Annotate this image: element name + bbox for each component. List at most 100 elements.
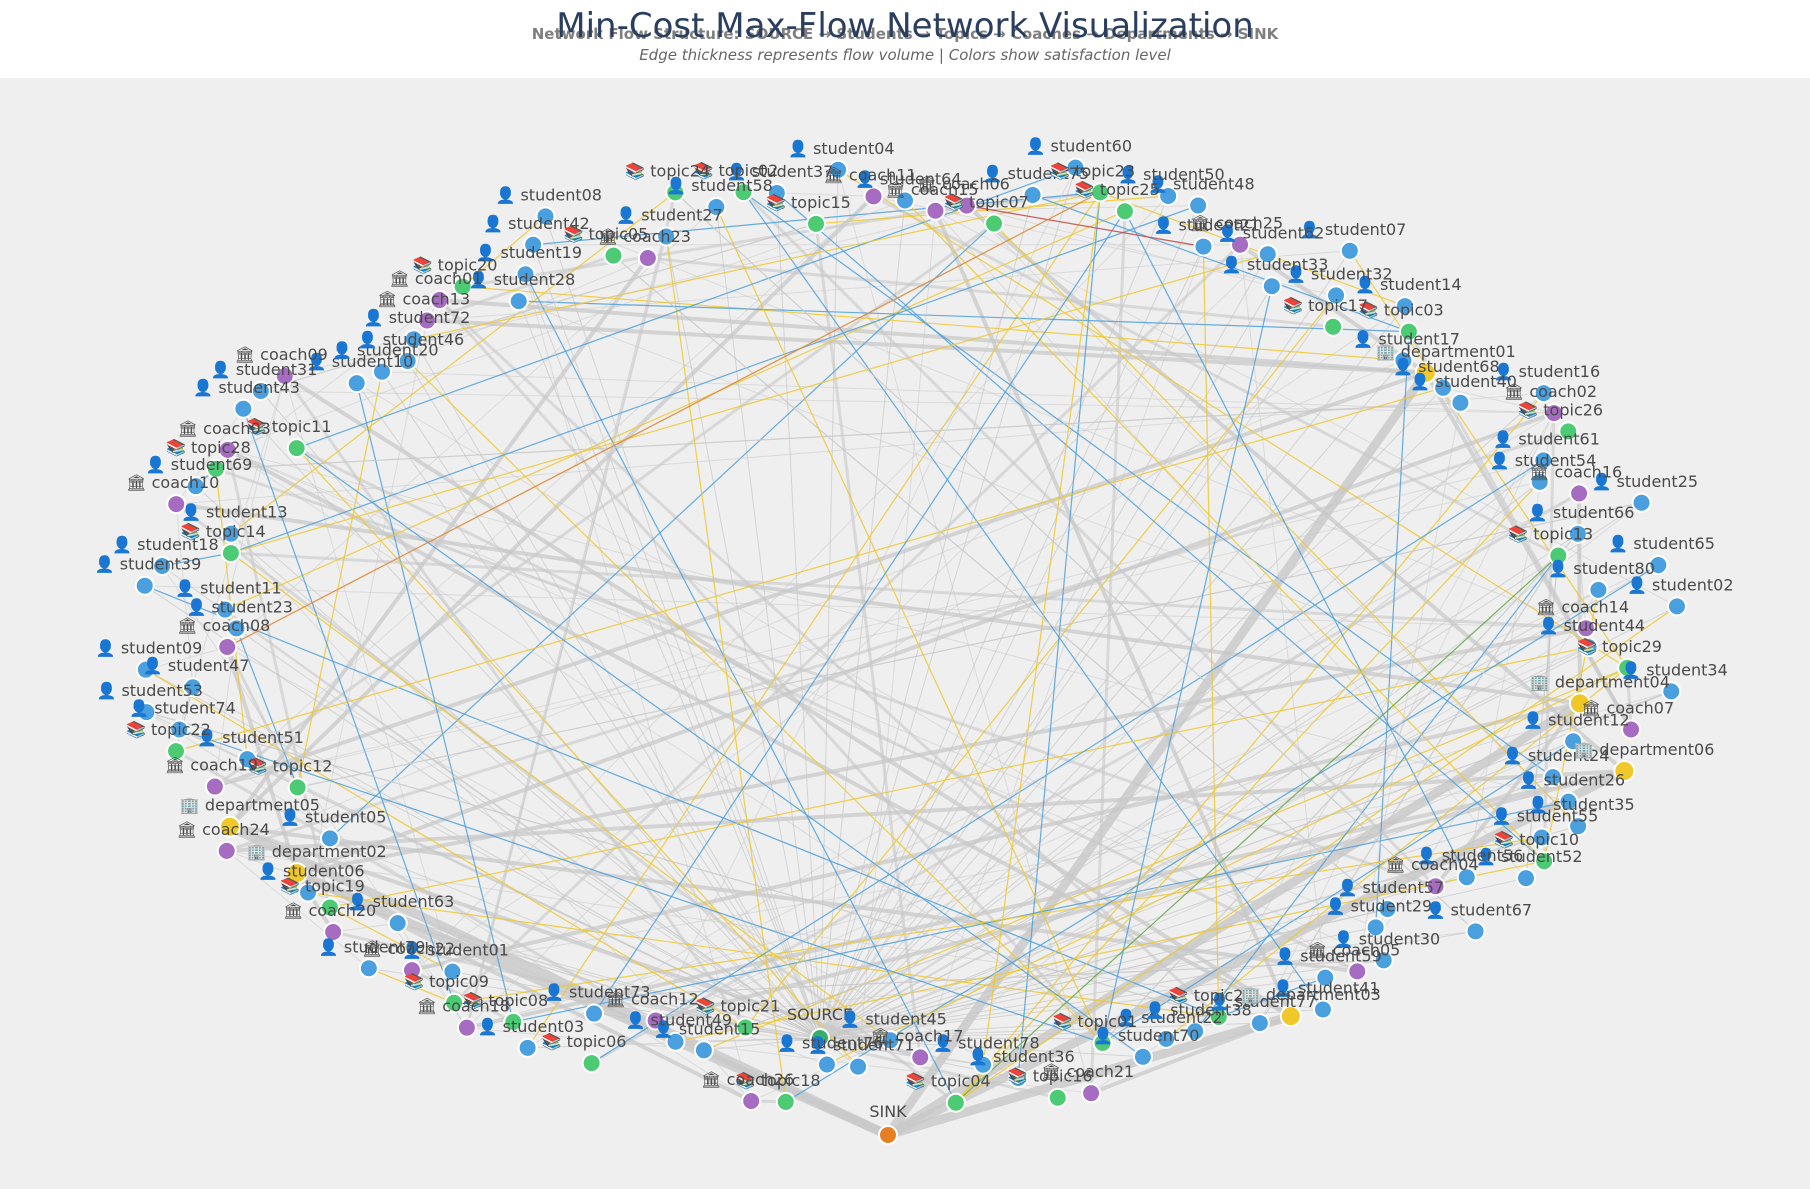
node-student25[interactable] — [1631, 492, 1652, 513]
node-student28[interactable] — [508, 291, 529, 312]
node-student16[interactable] — [1533, 383, 1554, 404]
node-coach19[interactable] — [204, 776, 225, 797]
node-topic18[interactable] — [775, 1091, 796, 1112]
node-coach16[interactable] — [1569, 483, 1590, 504]
node-student38[interactable] — [1185, 1021, 1206, 1042]
node-student04[interactable] — [828, 159, 849, 180]
node-student14[interactable] — [1394, 296, 1415, 317]
node-student33[interactable] — [1261, 276, 1282, 297]
node-student49[interactable] — [665, 1031, 686, 1052]
node-student46[interactable] — [397, 350, 418, 371]
node-student39[interactable] — [134, 575, 155, 596]
node-student77[interactable] — [1249, 1013, 1270, 1034]
node-student29[interactable] — [1365, 917, 1386, 938]
node-coach14[interactable] — [1575, 618, 1596, 639]
node-topic11[interactable] — [286, 438, 307, 459]
node-student44[interactable] — [1578, 637, 1599, 658]
node-student26[interactable] — [1558, 791, 1579, 812]
node-student07[interactable] — [1339, 240, 1360, 261]
node-student01[interactable] — [442, 961, 463, 982]
node-student70[interactable] — [1132, 1046, 1153, 1067]
node-student57[interactable] — [1377, 899, 1398, 920]
node-student12[interactable] — [1563, 731, 1584, 752]
node-student36[interactable] — [1008, 1067, 1029, 1088]
node-coach08[interactable] — [217, 637, 238, 658]
node-student20[interactable] — [372, 361, 393, 382]
node-student48[interactable] — [1188, 195, 1209, 216]
node-student27[interactable] — [656, 226, 677, 247]
node-student35[interactable] — [1568, 816, 1589, 837]
node-coach09[interactable] — [274, 365, 295, 386]
node-topic16[interactable] — [1047, 1087, 1068, 1108]
node-coach13[interactable] — [417, 310, 438, 331]
node-topic20[interactable] — [452, 276, 473, 297]
node-topic10[interactable] — [1534, 851, 1555, 872]
node-student60[interactable] — [1065, 157, 1086, 178]
node-student67[interactable] — [1465, 921, 1486, 942]
node-topic02[interactable] — [733, 182, 754, 203]
node-student78[interactable] — [973, 1054, 994, 1075]
node-student62[interactable] — [1257, 244, 1278, 265]
node-topic09[interactable] — [444, 992, 465, 1013]
node-student52[interactable] — [1515, 868, 1536, 889]
node-topic12[interactable] — [287, 777, 308, 798]
node-coach25[interactable] — [1230, 234, 1251, 255]
node-student68[interactable] — [1433, 377, 1454, 398]
node-student53[interactable] — [136, 702, 157, 723]
node-coach05[interactable] — [1347, 961, 1368, 982]
node-student47[interactable] — [182, 677, 203, 698]
node-student42[interactable] — [523, 234, 544, 255]
node-student03[interactable] — [517, 1037, 538, 1058]
node-topic13[interactable] — [1548, 545, 1569, 566]
node-topic07[interactable] — [984, 213, 1005, 234]
node-coach24[interactable] — [216, 840, 237, 861]
node-topic14[interactable] — [220, 543, 241, 564]
node-SOURCE[interactable] — [810, 1028, 830, 1048]
node-coach12[interactable] — [645, 1010, 666, 1031]
node-student18[interactable] — [152, 555, 173, 576]
node-student10[interactable] — [346, 373, 367, 394]
node-student50[interactable] — [1158, 185, 1179, 206]
node-student73[interactable] — [584, 1003, 605, 1024]
node-topic25[interactable] — [1114, 201, 1135, 222]
node-student54[interactable] — [1529, 471, 1550, 492]
node-coach02[interactable] — [1543, 403, 1564, 424]
node-SINK[interactable] — [878, 1125, 898, 1145]
node-student61[interactable] — [1533, 450, 1554, 471]
node-topic24[interactable] — [665, 182, 686, 203]
node-student09[interactable] — [135, 659, 156, 680]
node-student05[interactable] — [319, 828, 340, 849]
node-coach15[interactable] — [925, 200, 946, 221]
node-topic23[interactable] — [1090, 182, 1111, 203]
node-student56[interactable] — [1456, 867, 1477, 888]
node-student17[interactable] — [1393, 350, 1414, 371]
node-topic15[interactable] — [806, 213, 827, 234]
node-student15[interactable] — [693, 1040, 714, 1061]
node-student72[interactable] — [403, 329, 424, 350]
node-topic03[interactable] — [1398, 321, 1419, 342]
node-topic01[interactable] — [1092, 1032, 1113, 1053]
node-student65[interactable] — [1648, 555, 1669, 576]
node-topic08[interactable] — [503, 1011, 524, 1032]
node-department05[interactable] — [218, 815, 241, 838]
node-student30[interactable] — [1373, 950, 1394, 971]
node-student37[interactable] — [766, 183, 787, 204]
node-student66[interactable] — [1567, 523, 1588, 544]
node-coach23[interactable] — [637, 247, 658, 268]
node-student43[interactable] — [233, 398, 254, 419]
node-coach03[interactable] — [217, 439, 238, 460]
node-student32[interactable] — [1326, 285, 1347, 306]
node-coach06[interactable] — [956, 195, 977, 216]
node-coach11[interactable] — [863, 186, 884, 207]
node-student64[interactable] — [895, 190, 915, 211]
node-student51[interactable] — [237, 749, 258, 770]
node-coach21[interactable] — [1081, 1083, 1102, 1104]
node-student71[interactable] — [848, 1056, 869, 1077]
node-coach01[interactable] — [429, 290, 450, 311]
node-topic22[interactable] — [166, 741, 187, 762]
node-department06[interactable] — [1613, 760, 1636, 783]
node-student21[interactable] — [1193, 236, 1214, 257]
node-student80[interactable] — [1588, 579, 1609, 600]
node-student19[interactable] — [515, 264, 536, 285]
